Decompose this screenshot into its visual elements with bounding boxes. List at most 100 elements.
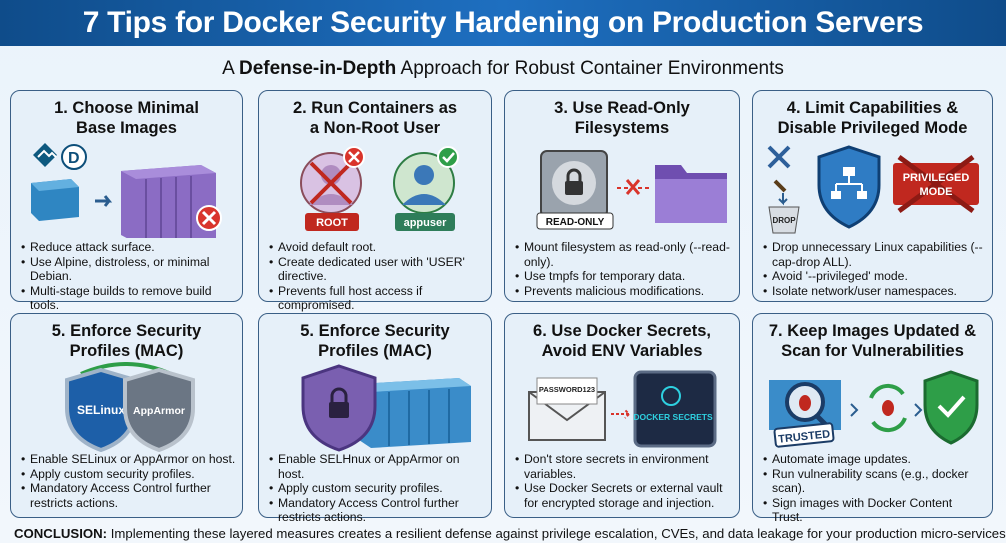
x-icon (343, 146, 365, 168)
vault-label: DOCKER SECRETS (633, 412, 713, 422)
conclusion: CONCLUSION: Implementing these layered m… (14, 526, 1006, 541)
read-only-illustration: READ-ONLY (536, 150, 727, 230)
bullet: Prevents full host access if compromised… (269, 284, 485, 313)
bullet: Don't store secrets in environment varia… (515, 452, 733, 481)
trusted-stamp (773, 422, 835, 448)
appuser-label: appuser (404, 217, 448, 229)
secrets-illustration: PASSWORD123 DOCKER SECRETS (528, 370, 717, 448)
bullet-list: Reduce attack surface.Use Alpine, distro… (21, 240, 236, 313)
trusted-label: TRUSTED (778, 428, 831, 445)
page-title: 7 Tips for Docker Security Hardening on … (82, 6, 924, 39)
bullet: Run vulnerability scans (e.g., docker sc… (763, 467, 986, 496)
scan-update-illustration: TRUSTED (769, 370, 979, 448)
mac-profiles-illustration: SELinux AppArmor (65, 362, 195, 453)
apparmor-shield-icon (123, 367, 195, 453)
title-banner: 7 Tips for Docker Security Hardening on … (0, 0, 1006, 46)
bullet-list: Automate image updates.Run vulnerability… (763, 452, 986, 525)
subtitle-prefix: A (222, 58, 239, 79)
alpine-logo-icon (33, 143, 57, 167)
card-title: 2. Run Containers as a Non-Root User (292, 99, 458, 137)
card-title: 4. Limit Capabilities & Disable Privileg… (777, 99, 968, 137)
bullet: Sign images with Docker Content Trust. (763, 496, 986, 525)
bullet: Mandatory Access Control further restric… (21, 481, 236, 510)
vault-icon (633, 370, 717, 448)
bullet: Create dedicated user with 'USER' direct… (269, 255, 485, 284)
bullet: Enable SELHnux or AppArmor on host. (269, 452, 485, 481)
refresh-bug-icon (869, 383, 907, 433)
debian-logo-icon: D (61, 144, 87, 170)
svg-text:D: D (68, 150, 80, 167)
root-badge (305, 213, 359, 231)
bullet-list: Enable SELinux or AppArmor on host.Apply… (21, 452, 236, 510)
bullet-list: Drop unnecessary Linux capabilities (--c… (763, 240, 986, 298)
subtitle-suffix: Approach for Robust Container Environmen… (396, 58, 784, 79)
card-title: 5. Enforce Security Profiles (MAC) (51, 322, 202, 360)
card-title: 5. Enforce Security Profiles (MAC) (300, 322, 450, 360)
x-icon (196, 205, 222, 231)
bullet: Drop unnecessary Linux capabilities (--c… (763, 240, 986, 269)
tip-card-3: 3. Use Read-Only Filesystems READ-ONLY M… (504, 90, 740, 302)
selinux-label: SELinux (77, 403, 125, 417)
read-only-label: READ-ONLY (546, 217, 605, 228)
password-label: PASSWORD123 (539, 385, 595, 394)
chevron-right-icon (850, 403, 859, 417)
bullet: Mount filesystem as read-only (--read-on… (515, 240, 733, 269)
bullet: Reduce attack surface. (21, 240, 236, 255)
arrow-right-icon (611, 409, 632, 419)
card-title: 3. Use Read-Only Filesystems (554, 99, 690, 137)
tools-icon (767, 145, 791, 193)
folder-icon (655, 165, 727, 223)
card-title: 1. Choose Minimal Base Images (54, 99, 199, 137)
bullet: Avoid '--privileged' mode. (763, 269, 986, 284)
bullet: Avoid default root. (269, 240, 485, 255)
tip-card-6: 6. Use Docker Secrets, Avoid ENV Variabl… (504, 313, 740, 518)
root-label: ROOT (316, 217, 348, 229)
blocked-arrow-icon (617, 179, 651, 195)
bullet: Multi-stage builds to remove build tools… (21, 284, 236, 313)
subtitle-emphasis: Defense-in-Depth (239, 58, 397, 79)
arrow-down-icon (778, 193, 788, 206)
drop-bin-icon (768, 206, 800, 234)
read-only-badge (536, 212, 614, 230)
tip-card-4: 4. Limit Capabilities & Disable Privileg… (752, 90, 993, 302)
chevron-right-icon (914, 403, 923, 417)
card-title: 7. Keep Images Updated & Scan for Vulner… (768, 322, 977, 360)
arrow-right-icon (95, 195, 113, 207)
bullet: Apply custom security profiles. (21, 467, 236, 482)
appuser-badge (395, 213, 455, 231)
small-container-icon (31, 179, 79, 221)
bullet: Use tmpfs for temporary data. (515, 269, 733, 284)
conclusion-text: Implementing these layered measures crea… (107, 526, 1006, 541)
bullet: Isolate network/user namespaces. (763, 284, 986, 299)
bullet: Enable SELinux or AppArmor on host. (21, 452, 236, 467)
tip-card-5b: 5. Enforce Security Profiles (MAC) Enabl… (258, 313, 492, 524)
bullet: Use Docker Secrets or external vault for… (515, 481, 733, 510)
non-root-illustration: ROOT appuser (300, 146, 459, 231)
root-user-icon (300, 152, 362, 214)
drop-label: DROP (772, 216, 796, 225)
bullet: Prevents malicious modifications. (515, 284, 733, 299)
bullet: Apply custom security profiles. (269, 481, 485, 496)
subtitle: A Defense-in-Depth Approach for Robust C… (0, 58, 1006, 80)
privileged-mode-blocked-icon (893, 154, 979, 214)
shield-lock-icon (301, 364, 377, 452)
bullet-list: Enable SELHnux or AppArmor on host.Apply… (269, 452, 485, 525)
bullet-list: Avoid default root.Create dedicated user… (269, 240, 485, 313)
tip-card-1: 1. Choose Minimal Base Images D Reduce a… (10, 90, 243, 312)
shield-container-illustration (301, 364, 471, 452)
bullet-list: Don't store secrets in environment varia… (515, 452, 733, 510)
tip-card-2: 2. Run Containers as a Non-Root User ROO… (258, 90, 492, 312)
bullet: Mandatory Access Control further restric… (269, 496, 485, 525)
minimal-images-illustration: D (31, 143, 222, 243)
apparmor-label: AppArmor (133, 405, 185, 417)
hard-drive-lock-icon (540, 150, 608, 218)
check-icon (437, 146, 459, 168)
tip-card-5: 5. Enforce Security Profiles (MAC) SELin… (10, 313, 243, 518)
envelope-icon (528, 377, 606, 441)
card-title: 6. Use Docker Secrets, Avoid ENV Variabl… (533, 322, 711, 360)
scanned-container-icon (769, 380, 841, 432)
bullet: Use Alpine, distroless, or minimal Debia… (21, 255, 236, 284)
tip-card-7: 7. Keep Images Updated & Scan for Vulner… (752, 313, 993, 524)
